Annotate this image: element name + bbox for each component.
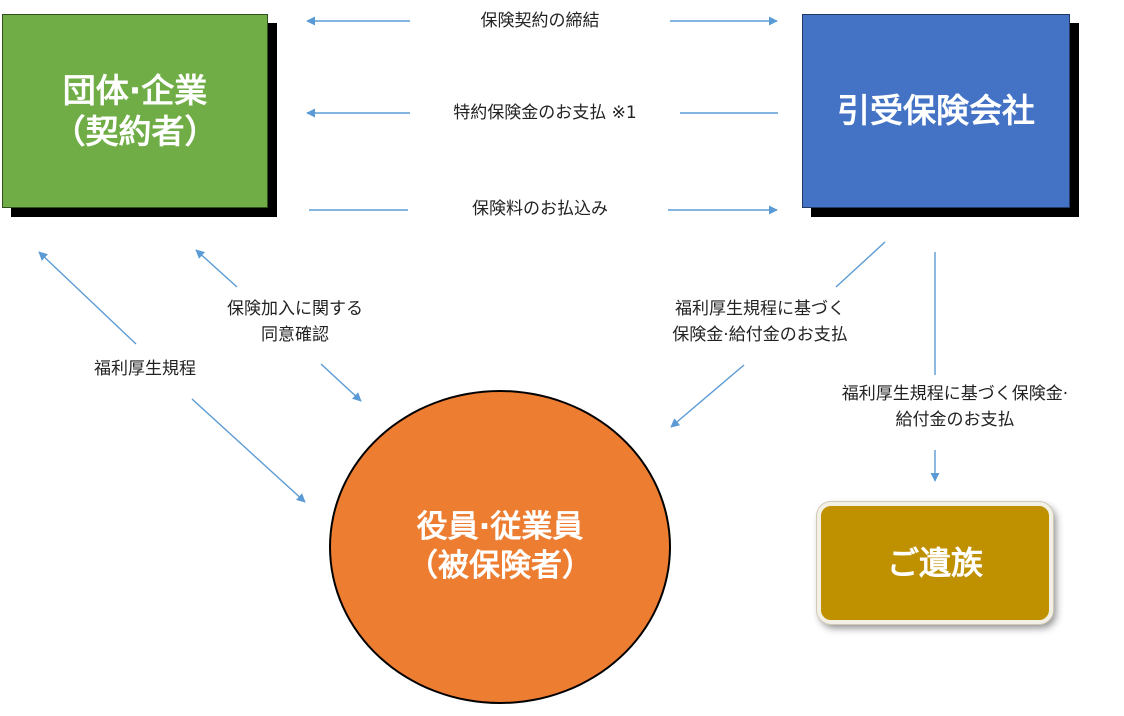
family-title: ご遺族 [886,544,983,582]
company-policyholder-box: 団体·企業 （契約者） [2,14,268,208]
payout-family-label: 福利厚生規程に基づく保険金· 給付金のお支払 [795,381,1115,434]
welfare-rules-label: 福利厚生規程 [94,359,196,379]
consent-arrow-down [320,363,362,402]
consent-label-line1: 保険加入に関する [227,299,363,319]
payout-employee-arrow-head [670,364,745,428]
contract-label: 保険契約の締結 [480,11,600,31]
company-title: 団体·企業 [62,70,208,110]
insurer-title: 引受保険会社 [837,91,1035,131]
premium-label: 保険料のお払込み [472,199,608,219]
payout-employee-label-line1: 福利厚生規程に基づく [675,299,845,319]
payout-family-label-line1: 福利厚生規程に基づく保険金· [841,384,1069,404]
payout-family-label-line2: 給付金のお支払 [895,410,1015,431]
employee-insured-circle: 役員·従業員 （被保険者） [329,390,671,704]
welfare-rules-arrow-up [38,251,137,345]
bereaved-family-box: ご遺族 [817,502,1053,624]
payout-employee-arrow-tail [835,241,886,288]
insurer-box: 引受保険会社 [802,14,1070,208]
employee-title: 役員·従業員 [416,509,584,546]
payout-employee-label: 福利厚生規程に基づく 保険金·給付金のお支払 [625,296,895,349]
welfare-rules-arrow-down [191,398,306,503]
special-payout-label: 特約保険金のお支払 ※1 [453,103,637,123]
employee-subtitle: （被保険者） [407,548,593,584]
consent-arrow-up [195,249,238,288]
consent-label-line2: 同意確認 [261,325,329,346]
company-subtitle: （契約者） [52,112,218,151]
consent-label: 保険加入に関する 同意確認 [185,296,405,349]
payout-employee-label-line2: 保険金·給付金のお支払 [672,325,848,346]
